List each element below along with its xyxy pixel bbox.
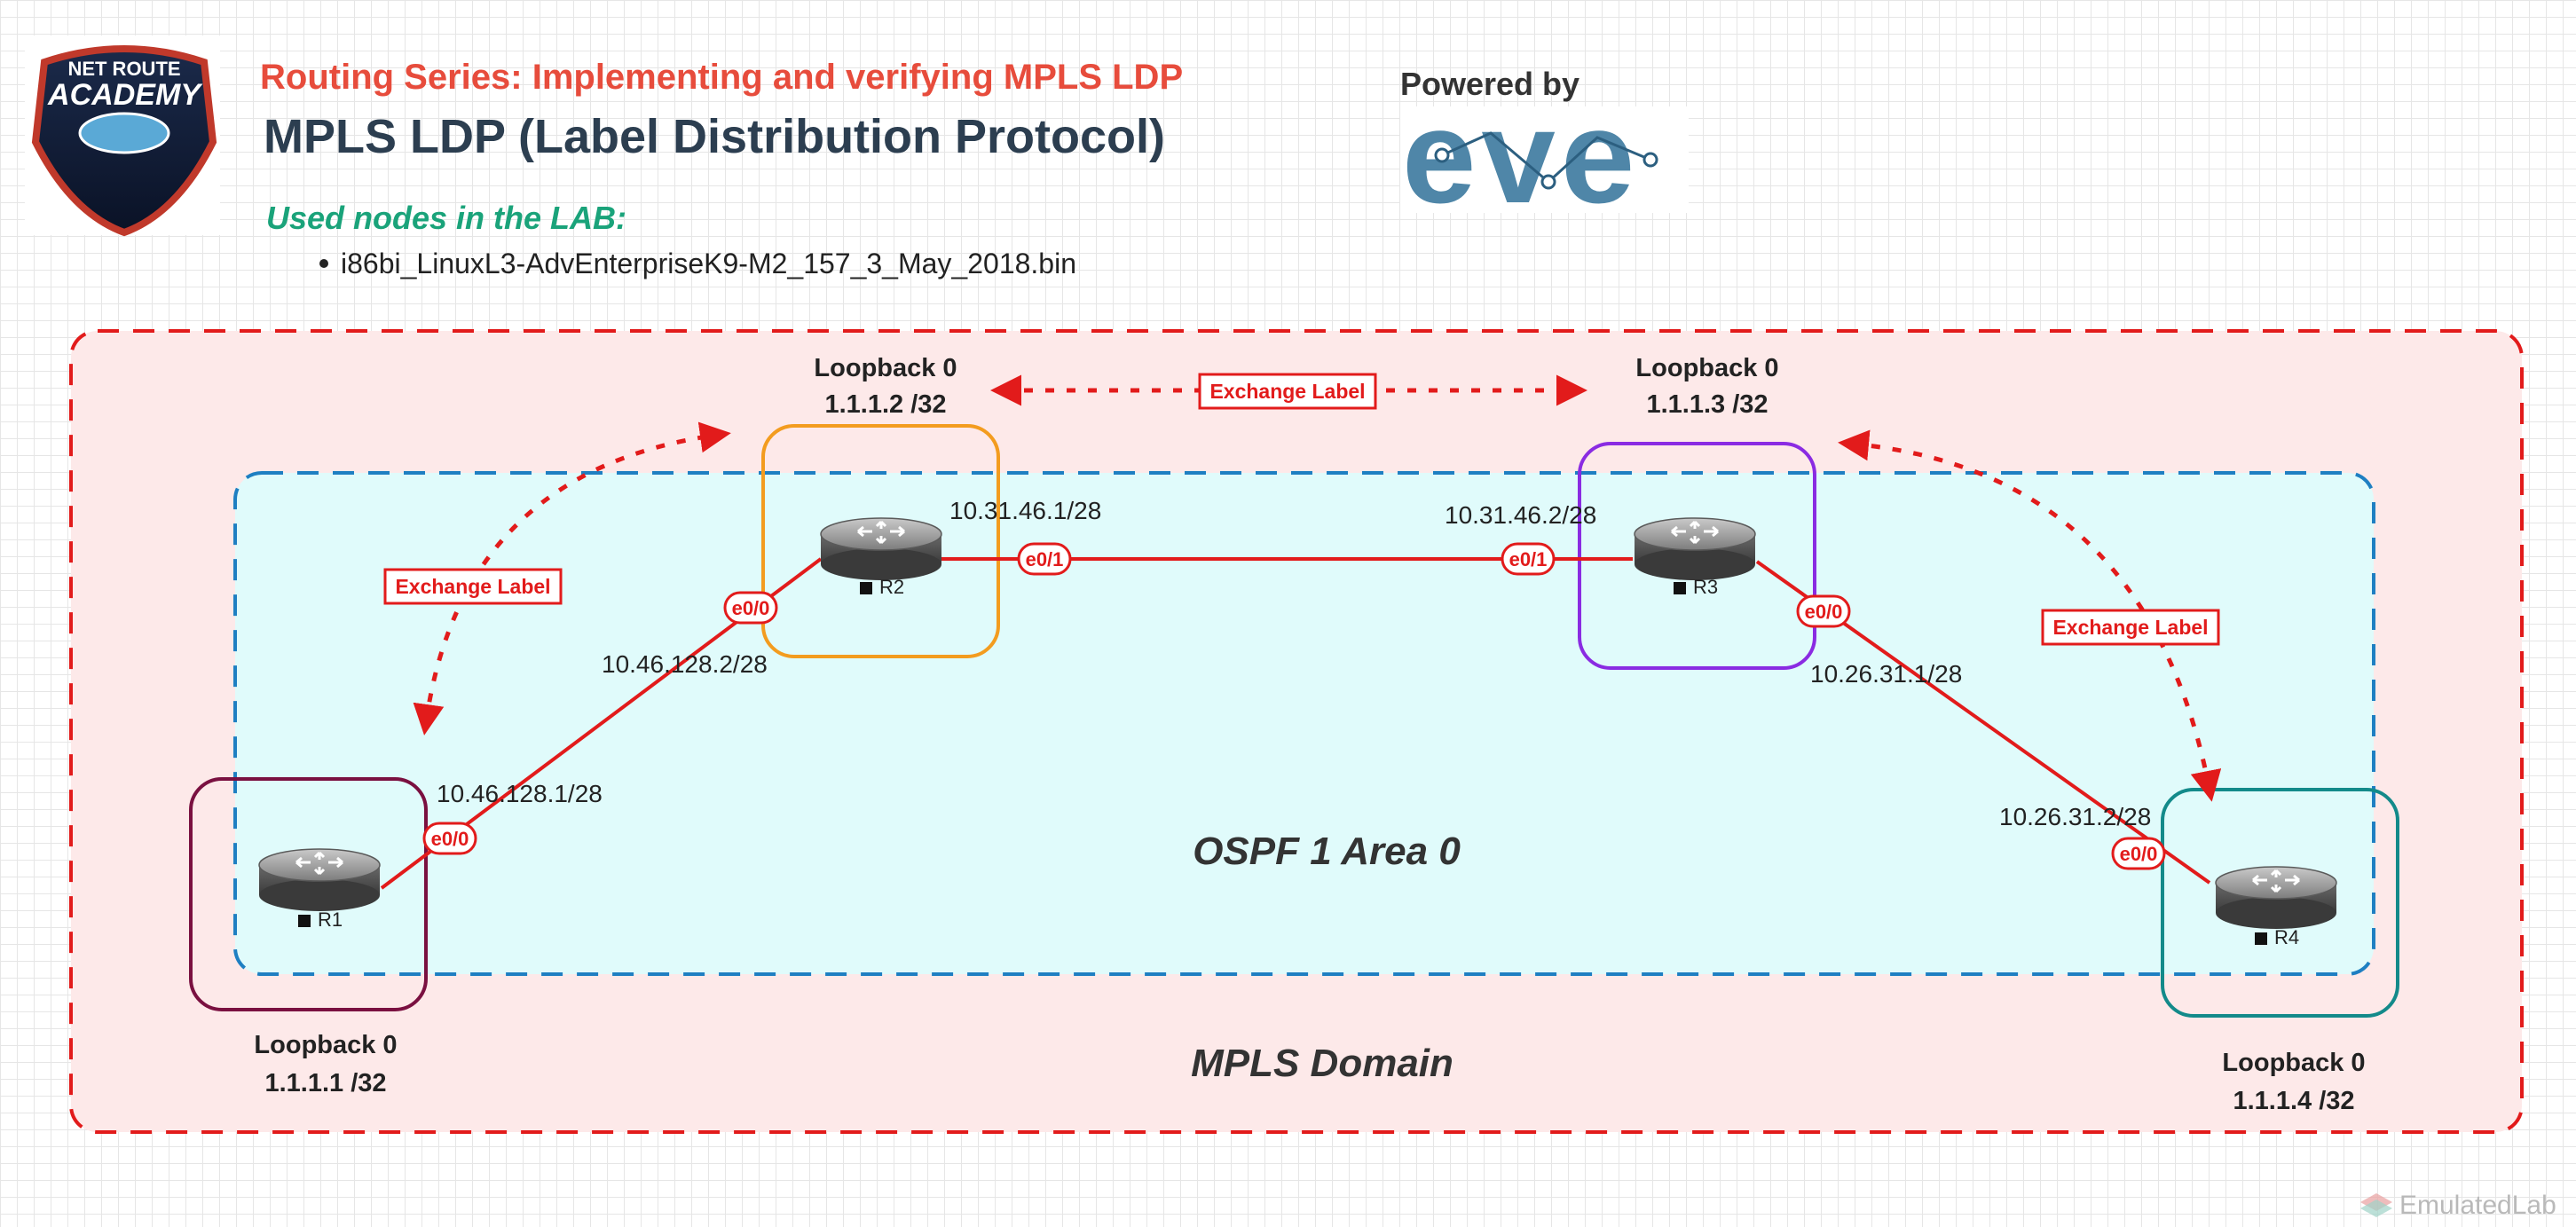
if-r2-e0-0: e0/0 [723, 591, 778, 625]
node-image-name: i86bi_LinuxL3-AdvEnterpriseK9-M2_157_3_M… [341, 248, 1076, 279]
svg-text:e0/1: e0/1 [1026, 548, 1064, 570]
r3-loopback-ip: 1.1.1.3 /32 [1646, 390, 1768, 419]
r1-loopback-label: Loopback 0 [254, 1031, 397, 1059]
r1-box [189, 777, 428, 1011]
router-r2[interactable]: R2 [819, 516, 943, 598]
r3-box [1578, 442, 1816, 670]
svg-text:e0/0: e0/0 [431, 828, 469, 850]
svg-text:e0/0: e0/0 [732, 597, 770, 619]
router-r1-name: R1 [318, 908, 343, 931]
router-r2-name: R2 [879, 576, 904, 598]
r2-loopback-ip: 1.1.1.2 /32 [824, 390, 946, 419]
r2-box [761, 424, 1000, 658]
if-r3-e0-1: e0/1 [1501, 542, 1556, 576]
r4-loopback-label: Loopback 0 [2222, 1049, 2365, 1077]
powered-by-label: Powered by [1400, 66, 1579, 102]
mpls-domain-label: MPLS Domain [1191, 1042, 1453, 1085]
bullet-icon [319, 259, 328, 268]
academy-logo: NET ROUTE ACADEMY [25, 35, 220, 237]
eve-logo: eve [1400, 82, 1689, 231]
router-r3-name: R3 [1693, 576, 1718, 598]
svg-text:Exchange Label: Exchange Label [395, 575, 550, 598]
ospf-area-zone [233, 471, 2375, 976]
ip-r4-e0-0: 10.26.31.2/28 [1999, 803, 2151, 830]
exchange-label-r2-r3: Exchange Label [1198, 373, 1377, 410]
exchange-arrow-r1-r2 [413, 421, 731, 735]
router-r4-name: R4 [2274, 926, 2299, 948]
if-r2-e0-1: e0/1 [1017, 542, 1072, 576]
ospf-area-label: OSPF 1 Area 0 [1193, 830, 1461, 873]
router-r1[interactable]: R1 [257, 847, 382, 931]
svg-text:e0/1: e0/1 [1509, 548, 1548, 570]
r4-box [2161, 788, 2399, 1018]
exchange-arrow-r3-r4 [1838, 429, 2222, 802]
logo-line1: NET ROUTE [67, 58, 180, 80]
ip-r2-e0-0: 10.46.128.2/28 [602, 650, 768, 678]
if-r1-e0-0: e0/0 [422, 822, 477, 855]
if-r4-e0-0: e0/0 [2111, 837, 2166, 870]
emulatedlab-watermark: EmulatedLab [2360, 1191, 2556, 1220]
series-title: Routing Series: Implementing and verifyi… [260, 58, 1183, 97]
ip-r1-e0-0: 10.46.128.1/28 [437, 780, 603, 807]
router-r4[interactable]: R4 [2214, 865, 2338, 948]
logo-line2: ACADEMY [47, 78, 203, 112]
exchange-label-r3-r4: Exchange Label [2041, 609, 2220, 646]
main-title: MPLS LDP (Label Distribution Protocol) [264, 110, 1165, 163]
r4-loopback-ip: 1.1.1.4 /32 [2233, 1087, 2354, 1115]
ip-r2-e0-1: 10.31.46.1/28 [949, 497, 1101, 524]
svg-text:e0/0: e0/0 [2120, 843, 2158, 865]
used-nodes-label: Used nodes in the LAB: [266, 200, 626, 236]
r3-loopback-label: Loopback 0 [1635, 354, 1778, 382]
r1-loopback-ip: 1.1.1.1 /32 [264, 1069, 386, 1097]
if-r3-e0-0: e0/0 [1796, 594, 1851, 628]
ip-r3-e0-1: 10.31.46.2/28 [1445, 501, 1596, 529]
svg-text:EmulatedLab: EmulatedLab [2399, 1191, 2556, 1220]
svg-text:Exchange Label: Exchange Label [2052, 616, 2208, 639]
router-puck-icon [78, 112, 170, 154]
router-r3[interactable]: R3 [1633, 516, 1757, 598]
ip-r3-e0-0: 10.26.31.1/28 [1810, 660, 1962, 688]
svg-text:e0/0: e0/0 [1805, 601, 1843, 623]
svg-text:Exchange Label: Exchange Label [1209, 380, 1365, 403]
exchange-label-r1-r2: Exchange Label [383, 568, 563, 605]
r2-loopback-label: Loopback 0 [814, 354, 957, 382]
